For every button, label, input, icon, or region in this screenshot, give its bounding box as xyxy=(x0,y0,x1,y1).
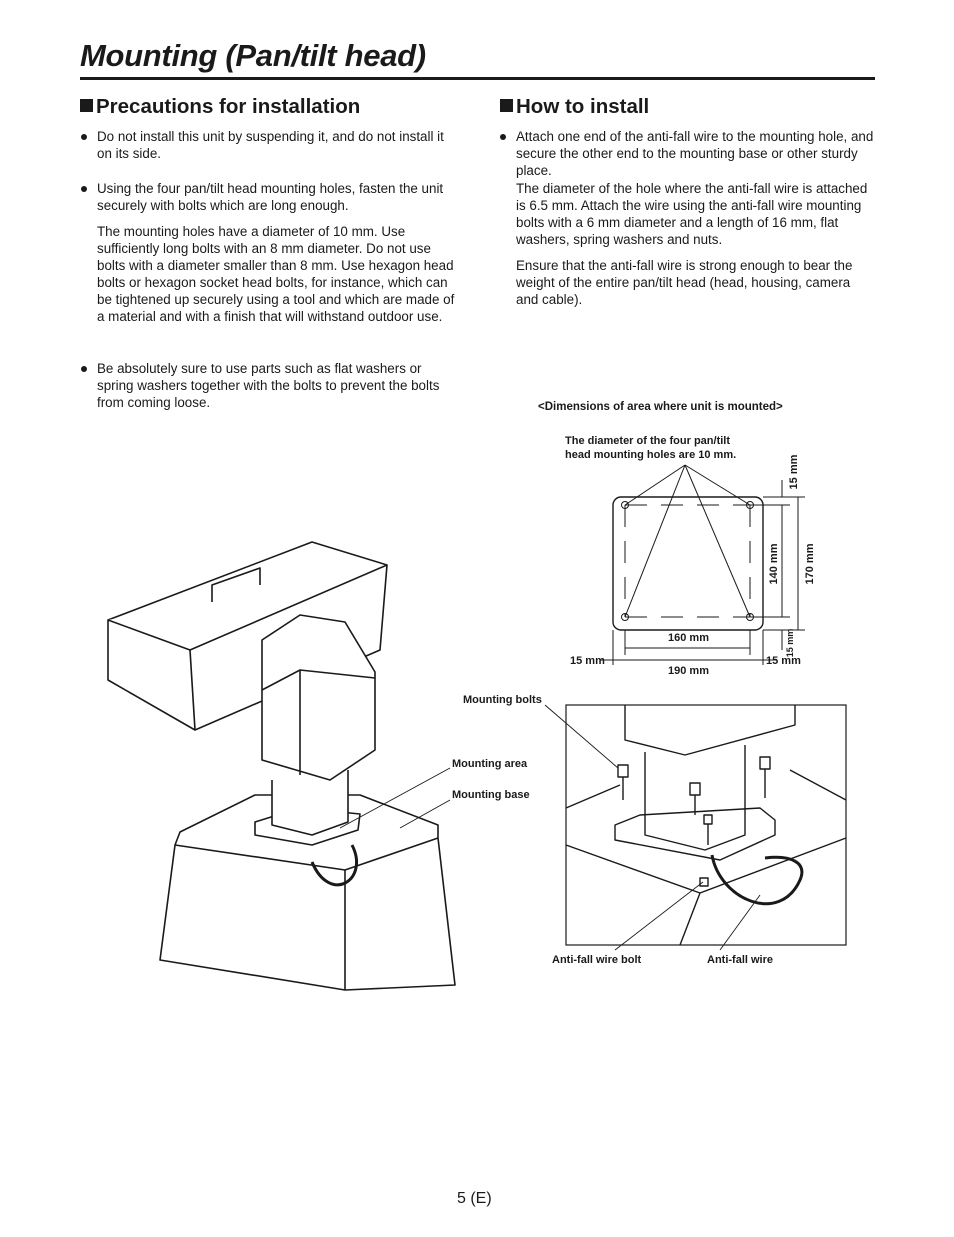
title-rule xyxy=(80,77,875,80)
pan-tilt-head-illustration xyxy=(107,541,456,991)
bullet-icon xyxy=(500,134,506,140)
dimension-160: 160 mm xyxy=(668,632,709,644)
dimension-15-left: 15 mm xyxy=(570,655,605,667)
how-to-item-1-detail: The diameter of the hole where the anti-… xyxy=(516,181,868,247)
precautions-heading: Precautions for installation xyxy=(80,95,360,119)
dimension-15-right: 15 mm xyxy=(766,655,801,667)
mounting-dimensions-diagram xyxy=(600,464,805,665)
precaution-item-2: Using the four pan/tilt head mounting ho… xyxy=(81,180,459,214)
hole-note-line-1: The diameter of the four pan/tilt xyxy=(565,435,731,447)
dimensions-caption: <Dimensions of area where unit is mounte… xyxy=(538,401,783,413)
how-to-item-1-text: Attach one end of the anti-fall wire to … xyxy=(516,129,874,178)
square-bullet-icon xyxy=(80,99,93,112)
page-number: 5 (E) xyxy=(457,1190,492,1207)
label-mounting-bolts: Mounting bolts xyxy=(463,694,542,706)
how-to-heading-text: How to install xyxy=(516,95,650,118)
precaution-item-1: Do not install this unit by suspending i… xyxy=(81,128,459,162)
label-anti-fall-bolt: Anti-fall wire bolt xyxy=(552,954,642,966)
precaution-item-2-text: Using the four pan/tilt head mounting ho… xyxy=(97,181,444,213)
how-to-item-1: Attach one end of the anti-fall wire to … xyxy=(500,128,876,179)
dimension-190: 190 mm xyxy=(668,665,709,677)
hole-note-line-2: head mounting holes are 10 mm. xyxy=(565,449,737,461)
precaution-item-3: Be absolutely sure to use parts such as … xyxy=(81,360,459,411)
page-title: Mounting (Pan/tilt head) xyxy=(80,38,426,73)
install-detail-illustration xyxy=(544,704,847,951)
label-anti-fall-wire: Anti-fall wire xyxy=(707,954,774,966)
label-mounting-area: Mounting area xyxy=(452,758,528,770)
bullet-icon xyxy=(81,186,87,192)
precaution-item-3-text: Be absolutely sure to use parts such as … xyxy=(97,361,440,410)
bullet-icon xyxy=(81,134,87,140)
bullet-icon xyxy=(81,366,87,372)
how-to-heading: How to install xyxy=(500,95,649,119)
square-bullet-icon xyxy=(500,99,513,112)
precautions-heading-text: Precautions for installation xyxy=(96,95,361,118)
precaution-item-2-detail: The mounting holes have a diameter of 10… xyxy=(97,224,455,324)
label-mounting-base: Mounting base xyxy=(452,789,530,801)
precaution-item-1-text: Do not install this unit by suspending i… xyxy=(97,129,444,161)
how-to-note: Ensure that the anti-fall wire is strong… xyxy=(516,258,853,307)
